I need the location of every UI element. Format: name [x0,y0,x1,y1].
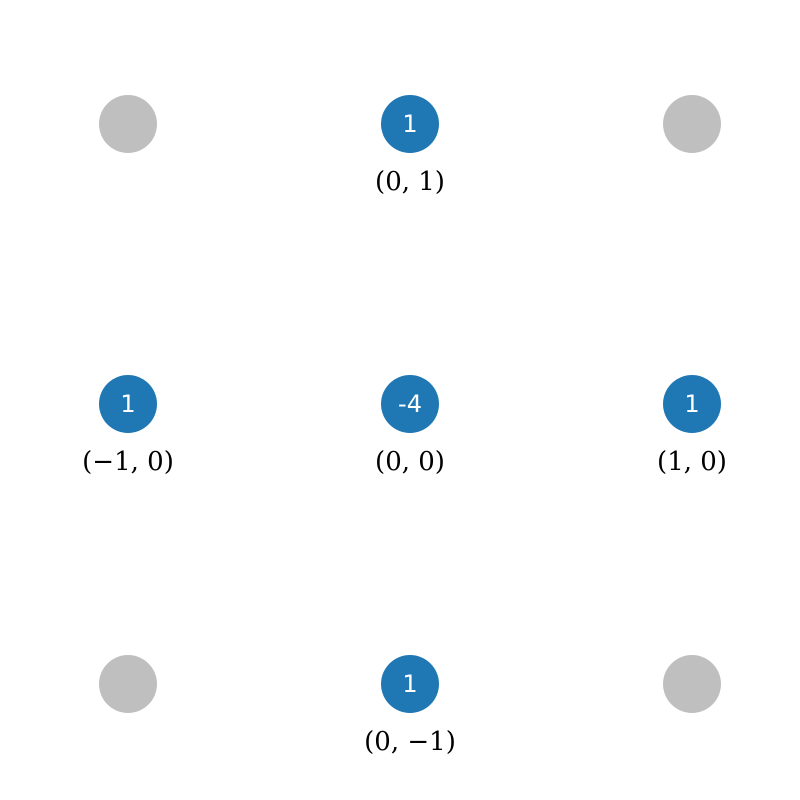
stencil-node-active: 1 (−1, 0) [82,375,174,477]
stencil-node-inactive [99,655,157,713]
node-value: 1 [120,390,135,418]
node-value: 1 [402,110,417,138]
node-circle [663,95,721,153]
node-circle [99,375,157,433]
stencil-node-active: 1 (0, 1) [375,95,445,197]
node-circle [381,95,439,153]
node-circle [381,375,439,433]
stencil-node-active: -4 (0, 0) [375,375,445,477]
node-circle [663,655,721,713]
node-coordinate-label: (1, 0) [657,447,727,477]
stencil-node-inactive [663,655,721,713]
node-value: 1 [402,670,417,698]
node-circle [99,95,157,153]
node-value: 1 [684,390,699,418]
node-circle [99,655,157,713]
stencil-node-active: 1 (0, −1) [364,655,456,757]
stencil-node-active: 1 (1, 0) [657,375,727,477]
stencil-node-inactive [99,95,157,153]
node-circle [381,655,439,713]
node-coordinate-label: (0, −1) [364,727,456,757]
node-circle [663,375,721,433]
stencil-node-inactive [663,95,721,153]
node-coordinate-label: (0, 0) [375,447,445,477]
node-value: -4 [398,390,422,418]
node-coordinate-label: (−1, 0) [82,447,174,477]
node-coordinate-label: (0, 1) [375,167,445,197]
